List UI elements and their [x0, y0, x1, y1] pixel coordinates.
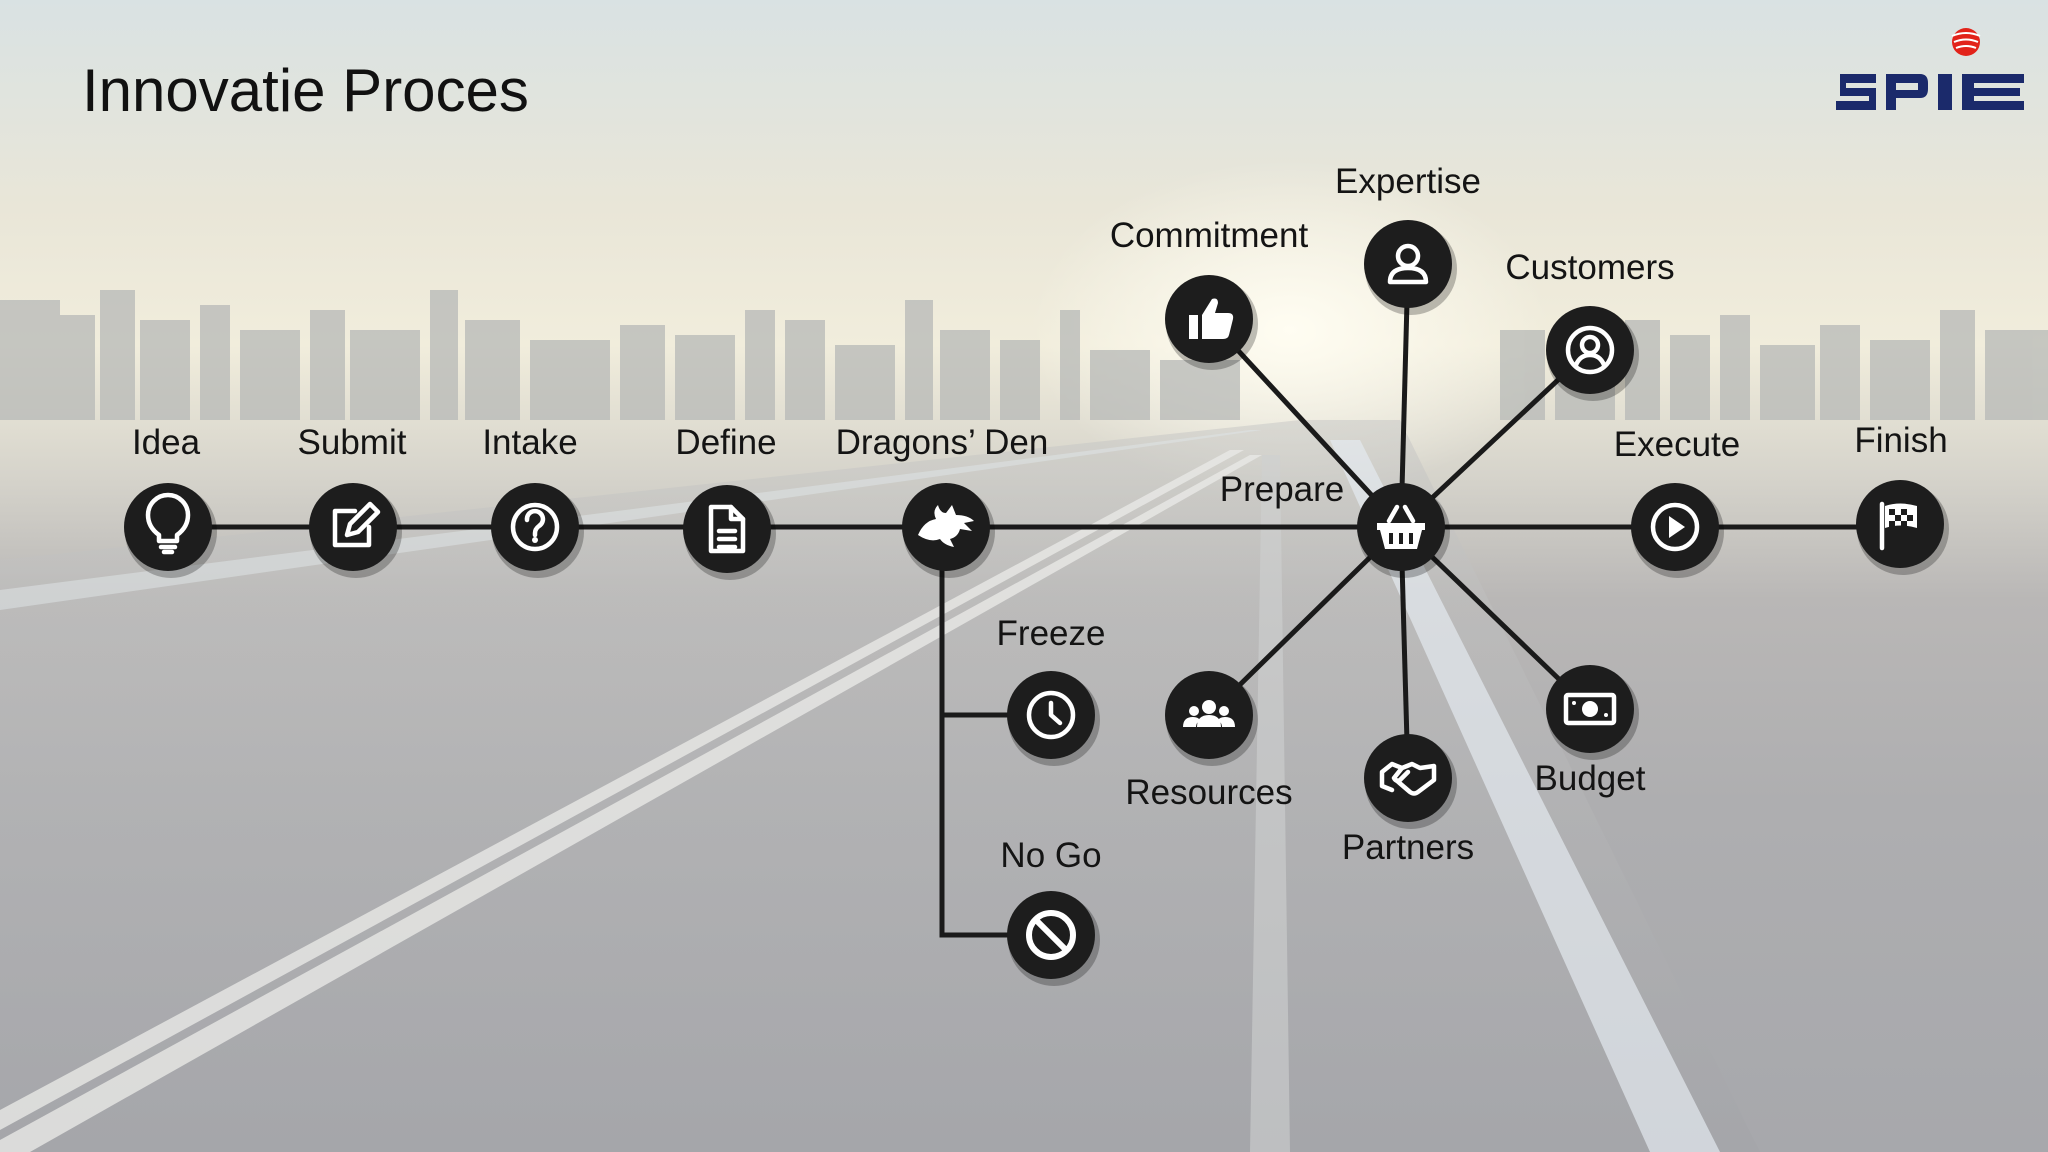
label-partners: Partners: [1341, 828, 1475, 867]
node-submit: [309, 483, 402, 578]
money-icon: [1563, 692, 1617, 726]
checkered-flag-icon: [1879, 501, 1917, 551]
node-freeze: [1007, 671, 1100, 766]
node-resources: [1165, 671, 1258, 766]
label-nogo: No Go: [1000, 836, 1102, 875]
lightbulb-icon: [145, 492, 191, 555]
node-prepare: [1357, 483, 1450, 578]
user-icon: [1387, 243, 1429, 285]
basket-icon: [1377, 504, 1425, 549]
clock-icon: [1026, 690, 1076, 740]
prohibited-icon: [1026, 910, 1076, 960]
node-intake: [491, 483, 584, 578]
node-finish: [1856, 480, 1949, 575]
label-idea: Idea: [131, 423, 201, 462]
node-partners: [1364, 734, 1457, 829]
thumbs-up-icon: [1189, 298, 1234, 339]
group-icon: [1183, 700, 1235, 727]
node-commitment: [1165, 275, 1258, 370]
play-icon: [1650, 502, 1700, 552]
spie-logo: [1836, 28, 2024, 110]
logo-dot: [1952, 28, 1980, 56]
label-intake: Intake: [482, 423, 578, 462]
node-execute: [1631, 483, 1724, 578]
label-expertise: Expertise: [1335, 162, 1481, 201]
node-idea: [124, 483, 217, 578]
node-budget: [1546, 665, 1639, 760]
user-circle-icon: [1565, 325, 1615, 375]
node-customers: [1546, 306, 1639, 401]
label-dragons: Dragons’ Den: [835, 423, 1049, 462]
node-circle: [309, 483, 397, 571]
label-commitment: Commitment: [1109, 216, 1309, 255]
node-expertise: [1364, 220, 1457, 315]
handshake-icon: [1379, 761, 1437, 796]
label-resources: Resources: [1125, 773, 1293, 812]
connector-commitment: [1207, 317, 1403, 529]
question-icon: [510, 502, 560, 552]
node-define: [683, 485, 776, 580]
label-customers: Customers: [1505, 248, 1675, 287]
label-freeze: Freeze: [996, 614, 1106, 653]
page-title: Innovatie Proces: [82, 57, 529, 124]
node-circle: [1546, 306, 1634, 394]
node-nogo: [1007, 891, 1100, 986]
dragon-icon: [918, 505, 974, 547]
label-prepare: Prepare: [1219, 470, 1345, 509]
edit-icon: [332, 501, 381, 548]
label-budget: Budget: [1534, 759, 1646, 798]
connector-resources: [1207, 525, 1403, 717]
node-circle: [1364, 734, 1452, 822]
label-submit: Submit: [297, 423, 407, 462]
label-finish: Finish: [1854, 421, 1948, 460]
node-dragons: [902, 483, 995, 578]
document-icon: [708, 504, 746, 554]
node-circle: [124, 483, 212, 571]
label-execute: Execute: [1613, 425, 1741, 464]
label-define: Define: [675, 423, 777, 462]
